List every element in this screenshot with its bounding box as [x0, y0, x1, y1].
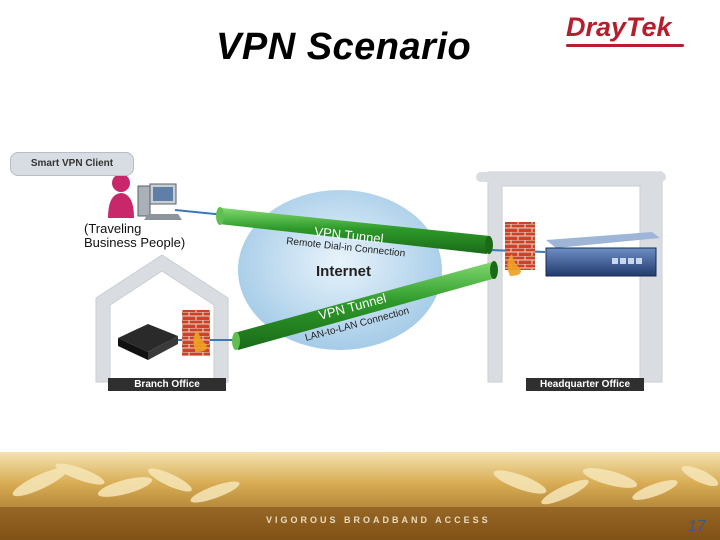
branch-office-label: Branch Office	[108, 378, 226, 391]
traveler-line-2: Business People)	[84, 235, 186, 250]
branch-house	[95, 254, 229, 383]
smart-vpn-client-label: Smart VPN Client	[10, 152, 134, 176]
logo-text-dray: Dray	[566, 12, 627, 42]
internet-label: Internet	[316, 263, 372, 280]
draytek-logo: DrayTek	[566, 12, 684, 47]
vpn-tunnel-top	[216, 207, 493, 254]
footer-tagline: VIGOROUS BROADBAND ACCESS	[266, 515, 491, 525]
footer-banner	[0, 452, 720, 540]
page-title: VPN Scenario	[216, 26, 472, 68]
logo-text-tek: Tek	[626, 12, 672, 42]
tunnel-top-title: VPN Tunnel	[314, 224, 385, 246]
page-number: 17	[688, 518, 706, 535]
branch-firewall-icon	[182, 310, 210, 356]
computer-icon	[137, 183, 182, 220]
traveler-caption: (Traveling Business People)	[84, 222, 185, 250]
logo-swoosh	[566, 44, 684, 47]
headquarter-office-label: Headquarter Office	[526, 378, 644, 391]
traveler-line-1: (Traveling	[84, 221, 142, 236]
leaf-ornament-left	[12, 463, 240, 503]
hq-router-icon	[545, 232, 660, 277]
branch-router-icon	[118, 324, 178, 360]
vpn-tunnel-bottom	[232, 261, 498, 350]
person-icon	[108, 174, 134, 218]
headquarter-building	[476, 171, 666, 383]
leaf-ornament-right	[493, 465, 719, 505]
hq-firewall-icon	[505, 222, 535, 276]
